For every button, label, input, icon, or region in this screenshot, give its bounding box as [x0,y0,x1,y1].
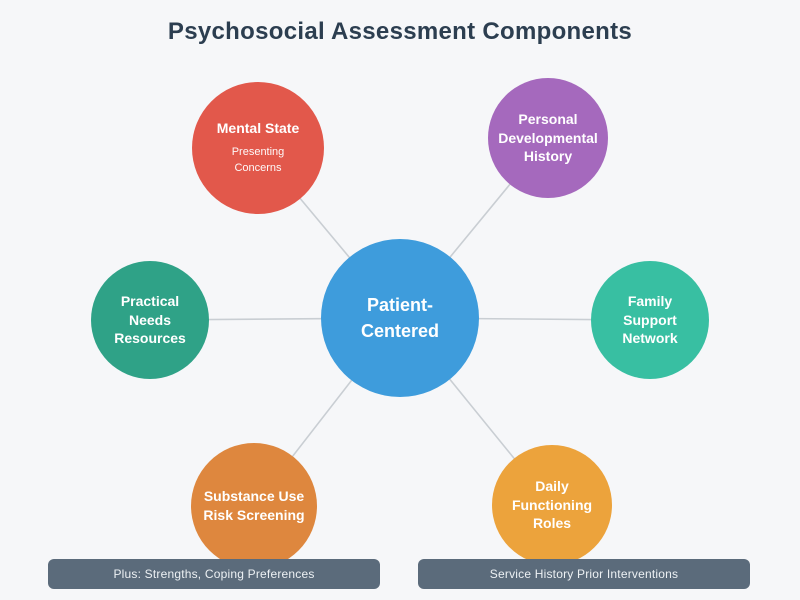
node-daily-functioning-roles: Daily Functioning Roles [492,445,612,565]
node-family-support-network: Family Support Network [591,261,709,379]
node-family-support-network-label: Family Support Network [622,292,678,347]
banner-service-history: Service History Prior Interventions [418,559,750,589]
node-substance-use-risk-screening-label: Substance Use Risk Screening [203,488,305,523]
node-personal-developmental-history: Personal Developmental History [488,78,608,198]
node-patient-centered-label: Patient-Centered [360,294,440,341]
node-patient-centered: Patient-Centered [321,239,479,397]
node-mental-state: Mental State Presenting Concerns [192,82,324,214]
node-daily-functioning-roles-label: Daily Functioning Roles [511,477,593,532]
node-mental-state-sublabel: Presenting Concerns [231,146,285,174]
node-personal-developmental-history-label: Personal Developmental History [498,110,598,165]
page-title: Psychosocial Assessment Components [167,18,633,45]
node-substance-use-risk-screening: Substance Use Risk Screening [191,443,317,569]
node-practical-needs-resources-label: Practical Needs Resources [114,292,186,347]
node-mental-state-label: Mental State [216,120,300,137]
node-practical-needs-resources: Practical Needs Resources [91,261,209,379]
banner-strengths-coping-label: Plus: Strengths, Coping Preferences [113,567,315,581]
banner-service-history-label: Service History Prior Interventions [489,567,679,581]
banner-strengths-coping: Plus: Strengths, Coping Preferences [48,559,380,589]
